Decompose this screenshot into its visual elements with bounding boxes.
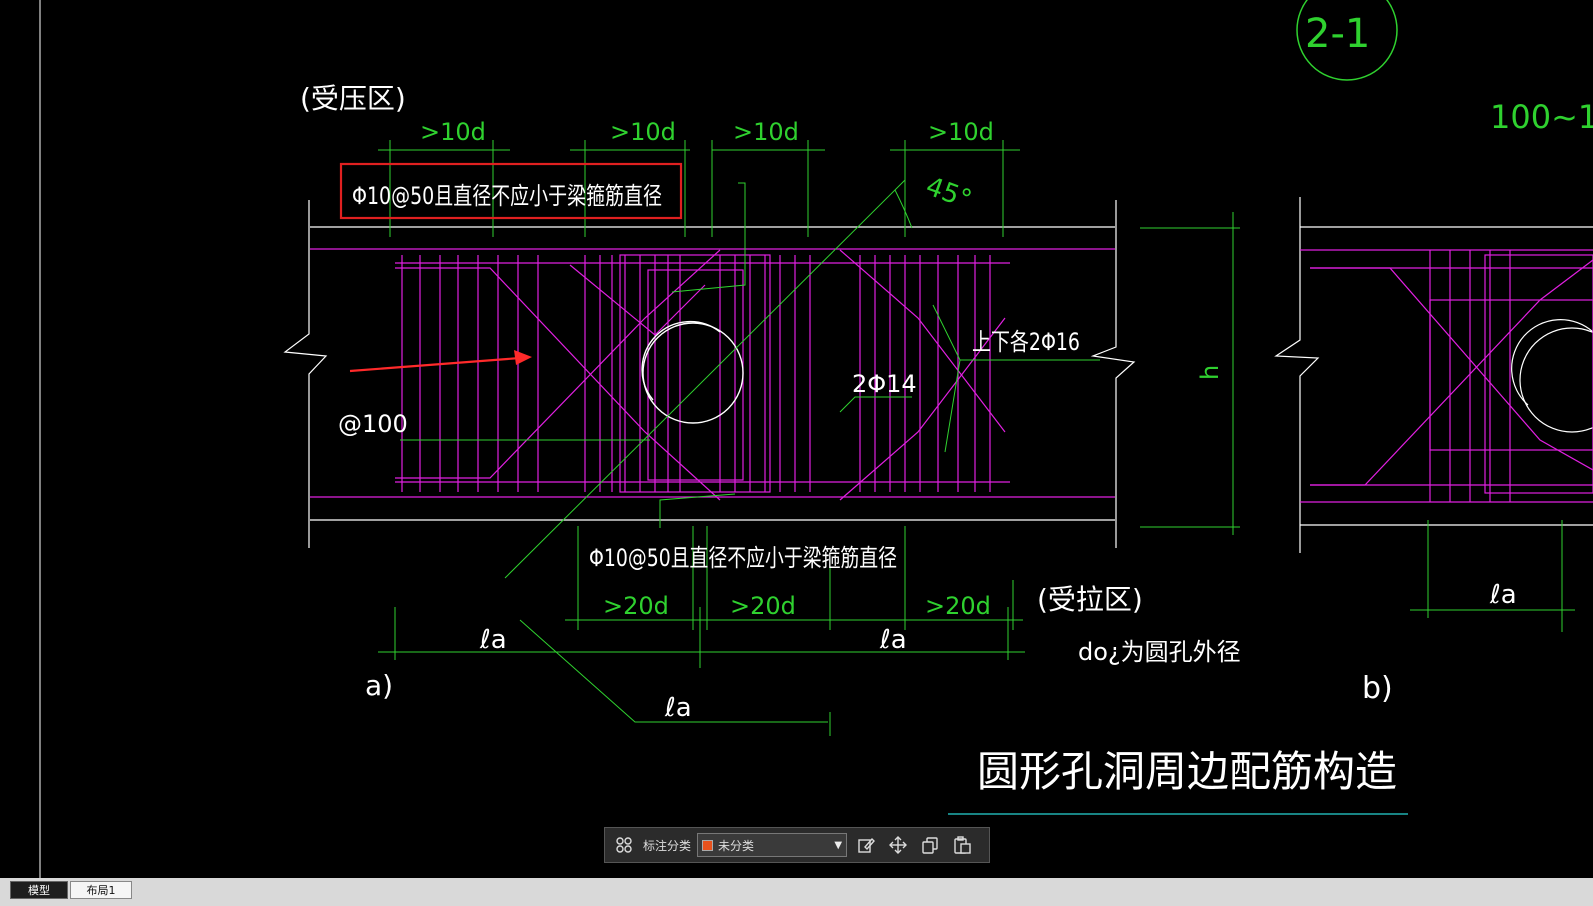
stirrup-spacing-label: @100 xyxy=(338,410,408,438)
rebar-cage-b xyxy=(1300,249,1593,503)
category-dropdown[interactable]: 未分类 ▼ xyxy=(697,833,848,857)
la-b-label: ℓa xyxy=(1489,580,1517,610)
highlight-box xyxy=(339,162,683,220)
ten-d-label-2: >10d xyxy=(610,118,676,146)
bottom-note: Φ10@50且直径不应小于梁箍筋直径 xyxy=(589,544,897,572)
ten-d-label-3: >10d xyxy=(733,118,799,146)
la-left-label: ℓa xyxy=(479,625,507,655)
chevron-down-icon: ▼ xyxy=(834,839,843,851)
layers-icon[interactable] xyxy=(611,832,637,858)
compression-zone-label: (受压区) xyxy=(300,82,406,115)
tab-layout1[interactable]: 布局1 xyxy=(70,881,132,899)
cad-drawing-canvas[interactable]: (受压区) >10d >10d >10d >10d 45° Φ10@50且直径不… xyxy=(0,0,1593,878)
category-label: 标注分类 xyxy=(643,838,692,853)
category-color-swatch xyxy=(702,839,714,851)
edit-icon[interactable] xyxy=(853,832,879,858)
cad-drawing: (受压区) >10d >10d >10d >10d 45° Φ10@50且直径不… xyxy=(39,0,1593,878)
beam-outline-b xyxy=(1274,197,1593,553)
dimension-lines-a xyxy=(378,140,1240,736)
tension-zone-label: (受拉区) xyxy=(1037,583,1143,616)
la-lower-label: ℓa xyxy=(664,693,692,723)
twenty-d-label-2: >20d xyxy=(730,592,796,620)
range-label: 100~150 xyxy=(1490,98,1593,136)
diag-bars-label: 2Φ14 xyxy=(852,370,917,398)
drawing-title: 圆形孔洞周边配筋构造 xyxy=(977,747,1397,796)
twenty-d-label-3: >20d xyxy=(925,592,991,620)
d0-note: do¿为圆孔外径 xyxy=(1078,638,1241,666)
paste-icon[interactable] xyxy=(949,832,975,858)
circular-opening-a xyxy=(641,320,744,424)
detail-label-a: a) xyxy=(365,669,393,702)
beam-outline-a xyxy=(283,200,1136,548)
detail-label-b: b) xyxy=(1362,671,1393,706)
section-id-label: 2-1 xyxy=(1305,11,1370,57)
ten-d-label-1: >10d xyxy=(420,118,486,146)
red-arrow xyxy=(349,350,532,373)
la-right-label: ℓa xyxy=(879,625,907,655)
annotation-toolbar: 标注分类 未分类 ▼ xyxy=(604,827,990,863)
rebar-cage-a xyxy=(310,248,1115,501)
dimension-lines-b xyxy=(1410,520,1575,632)
selected-category: 未分类 xyxy=(718,838,755,853)
height-label: h xyxy=(1196,365,1224,380)
top-note: Φ10@50且直径不应小于梁箍筋直径 xyxy=(352,182,662,210)
section-marker xyxy=(1296,0,1398,81)
top-bottom-bars-label: 上下各2Φ16 xyxy=(972,328,1080,356)
copy-icon[interactable] xyxy=(917,832,943,858)
ten-d-label-4: >10d xyxy=(928,118,994,146)
layout-tab-bar: 模型 布局1 xyxy=(0,878,1593,906)
tab-model[interactable]: 模型 xyxy=(10,881,68,899)
move-icon[interactable] xyxy=(885,832,911,858)
angle-45-label: 45° xyxy=(922,171,976,215)
twenty-d-label-1: >20d xyxy=(603,592,669,620)
